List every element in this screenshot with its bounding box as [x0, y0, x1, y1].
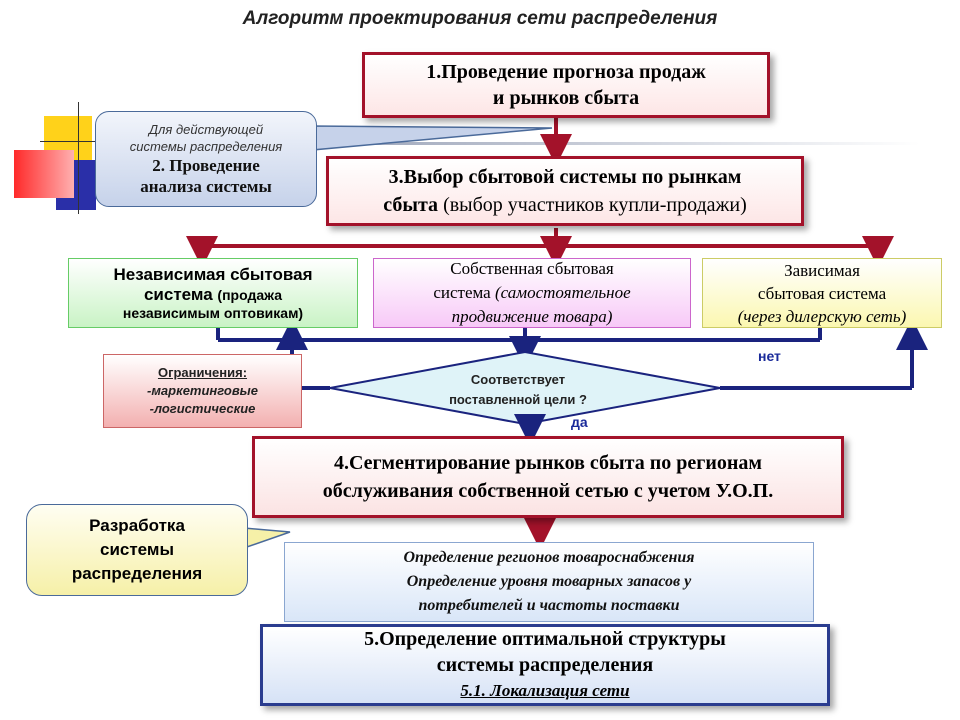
own-line: система	[433, 283, 495, 302]
step-3-line: сбыта	[383, 194, 439, 216]
decor-gradient-line	[320, 142, 920, 145]
limitations-title: Ограничения:	[157, 365, 248, 380]
own-note: продвижение товара)	[451, 307, 613, 326]
step-5-line: системы распределения	[436, 654, 654, 676]
limitations-box: Ограничения: -маркетинговые -логистическ…	[103, 354, 302, 428]
independent-line: Независимая сбытовая	[113, 265, 313, 284]
dev-line: системы	[99, 540, 174, 559]
step-1-line: и рынков сбыта	[492, 87, 640, 109]
definitions-box: Определение регионов товароснабжения Опр…	[284, 542, 814, 622]
step-1-forecast-box: 1.Проведение прогноза продаж и рынков сб…	[362, 52, 770, 118]
callout-pointer	[311, 125, 553, 151]
label-yes: да	[571, 414, 588, 430]
step-1-line: 1.Проведение прогноза продаж	[426, 61, 706, 83]
dependent-line: Зависимая	[784, 260, 860, 280]
step-5-sub: 5.1. Локализация сети	[460, 681, 630, 700]
decor-hline	[40, 141, 100, 142]
step-4-line: обслуживания собственной сетью с учетом …	[322, 480, 774, 502]
limitation-item: -логистические	[149, 401, 256, 416]
decision-text: Соответствует поставленной цели ?	[418, 370, 618, 410]
development-callout: Разработка системы распределения	[26, 504, 248, 596]
label-no: нет	[758, 348, 781, 364]
independent-note: независимым оптовикам)	[122, 305, 304, 321]
callout-line: Для действующей	[148, 122, 264, 137]
callout-line: системы распределения	[129, 139, 283, 154]
decision-line: Соответствует	[470, 372, 566, 387]
own-system-box: Собственная сбытовая система (самостояте…	[373, 258, 691, 328]
step-4-line: 4.Сегментирование рынков сбыта по регион…	[333, 452, 762, 474]
decor-vline	[78, 102, 79, 214]
step-4-segmentation-box: 4.Сегментирование рынков сбыта по регион…	[252, 436, 844, 518]
decision-line: поставленной цели ?	[449, 392, 587, 407]
step-3-line: 3.Выбор сбытовой системы по рынкам	[388, 166, 742, 188]
definition-line: потребителей и частоты поставки	[418, 597, 680, 614]
dev-line: Разработка	[89, 516, 185, 535]
analysis-callout: Для действующей системы распределения 2.…	[95, 111, 317, 207]
dev-line: распределения	[71, 564, 203, 583]
callout-line: 2. Проведение	[152, 156, 260, 175]
own-note: (самостоятельное	[494, 283, 631, 302]
step-5-line: 5.Определение оптимальной структуры	[364, 628, 726, 650]
independent-system-box: Независимая сбытовая система (продажа не…	[68, 258, 358, 328]
callout-line: анализа системы	[140, 177, 272, 196]
decor-red-square	[14, 150, 74, 198]
step-3-note: (выбор участников купли-продажи)	[438, 194, 747, 216]
limitation-item: -маркетинговые	[146, 383, 259, 398]
dependent-line: сбытовая система	[757, 283, 887, 303]
step-5-structure-box: 5.Определение оптимальной структуры сист…	[260, 624, 830, 706]
step-3-selection-box: 3.Выбор сбытовой системы по рынкам сбыта…	[326, 156, 804, 226]
independent-note: (продажа	[217, 287, 283, 303]
independent-line: система	[143, 285, 218, 304]
page-title: Алгоритм проектирования сети распределен…	[242, 8, 718, 29]
dependent-system-box: Зависимая сбытовая система (через дилерс…	[702, 258, 942, 328]
dependent-note: (через дилерскую сеть)	[737, 306, 907, 326]
definition-line: Определение регионов товароснабжения	[403, 549, 695, 566]
own-line: Собственная сбытовая	[450, 259, 614, 278]
definition-line: Определение уровня товарных запасов у	[406, 573, 692, 590]
